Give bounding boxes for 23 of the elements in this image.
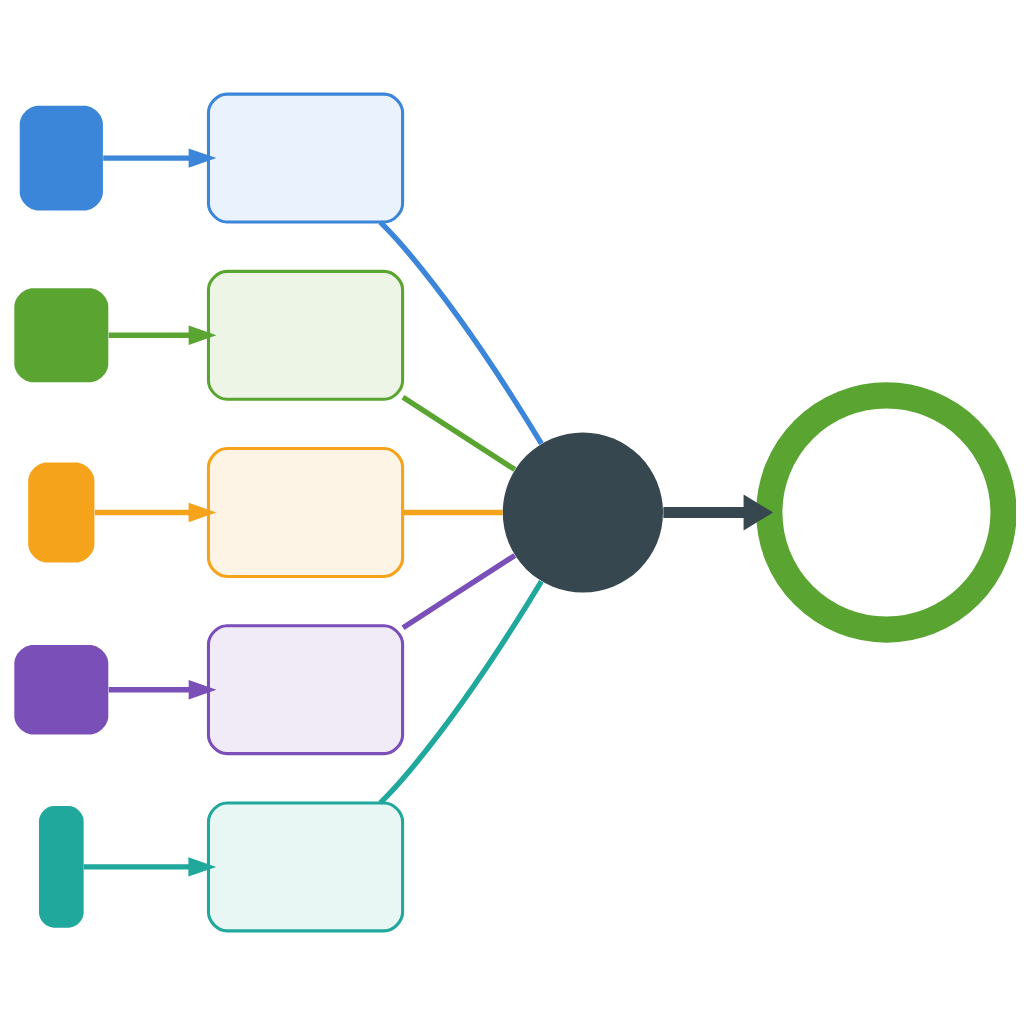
arrow [663,493,774,531]
connector [401,552,517,630]
node-circle [502,431,663,593]
node-box [206,269,405,401]
node-box [14,644,109,734]
node-box [206,92,405,224]
arrow [108,325,217,345]
node-box [206,623,405,755]
node-box [206,800,405,932]
node-box [38,805,84,928]
arrow [103,147,217,168]
arrow [108,679,217,699]
connector [378,219,544,445]
node-circle [756,381,1016,643]
node-box [14,287,109,382]
node-box [19,105,103,210]
node-box [206,446,405,578]
node-box [28,461,95,563]
connector [403,509,503,515]
arrow [83,856,217,877]
connector [401,394,517,472]
arrow [94,502,217,522]
connector [378,579,544,805]
